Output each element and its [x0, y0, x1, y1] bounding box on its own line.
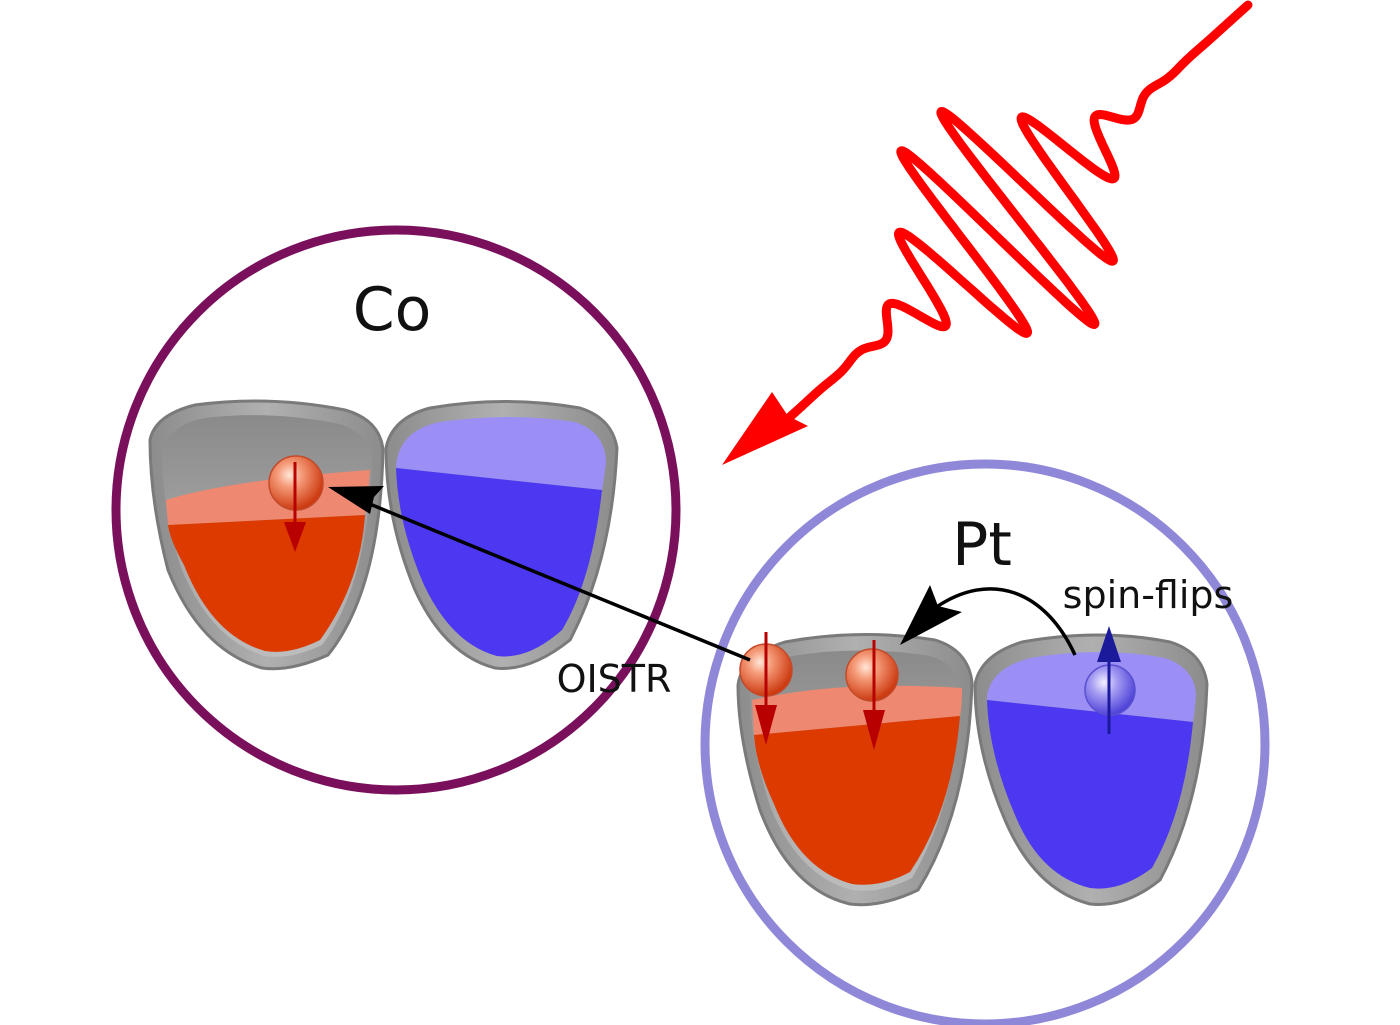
pt-ring: [700, 459, 1270, 1025]
spin-down-arrowhead: [284, 522, 306, 552]
electron-sphere-icon: [268, 455, 324, 552]
co-atom: Co: [111, 225, 681, 795]
spin-up-fill: [987, 700, 1193, 889]
spin-flip-arrow: [900, 585, 1077, 656]
pt-spin-up-cup: [973, 633, 1209, 906]
spin-up-fill: [396, 468, 602, 657]
electron-sphere-icon: [845, 640, 899, 750]
pt-electron-2: [845, 648, 899, 702]
spin-down-fill: [754, 716, 960, 885]
spin-down-arrowhead: [863, 710, 885, 750]
co-spin-up-cup: [384, 400, 619, 670]
co-label: Co: [353, 275, 432, 345]
pt-atom: Pt spin-f: [700, 459, 1270, 1025]
oistr-arrow: [328, 486, 751, 662]
electron-sphere-icon: [739, 632, 793, 745]
spin-down-fill-light: [752, 685, 962, 735]
oistr-arrowhead: [328, 486, 384, 514]
spin-flips-label: spin-flips: [1063, 573, 1234, 617]
laser-arrowhead: [722, 392, 808, 465]
co-spin-down-cup: [148, 399, 385, 671]
oistr-arrow-shaft: [359, 498, 751, 662]
laser-wave: [777, 0, 1253, 429]
spin-down-arrowhead: [755, 705, 777, 745]
spin-flip-arrow-curve: [934, 587, 1077, 656]
spin-down-fill: [168, 515, 365, 652]
spin-flip-arrowhead: [900, 585, 962, 645]
laser-pulse-icon: [722, 0, 1253, 465]
spin-up-arrowhead: [1097, 626, 1121, 662]
oistr-label: OISTR: [557, 657, 672, 701]
pt-spin-down-cup: [736, 632, 974, 907]
electron-sphere-icon: [1084, 626, 1136, 734]
co-ring: [111, 225, 681, 795]
spin-up-fill-light: [396, 417, 606, 490]
pt-label: Pt: [952, 510, 1012, 580]
